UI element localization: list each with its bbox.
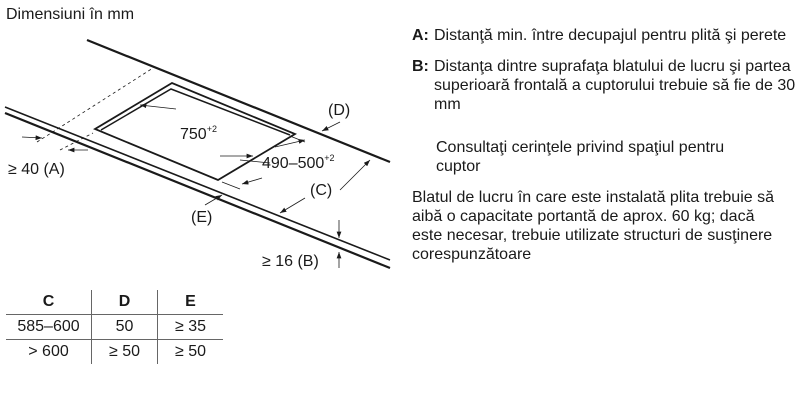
- label-a: ≥ 40 (A): [8, 161, 65, 178]
- label-c: (C): [310, 182, 332, 199]
- table-row: > 600≥ 50≥ 50: [6, 339, 223, 364]
- cell: ≥ 50: [91, 339, 158, 364]
- notes: A: Distanţă min. între decupajul pentru p…: [412, 26, 797, 276]
- note-key: A:: [412, 27, 429, 44]
- note-a: A: Distanţă min. între decupajul pentru p…: [412, 26, 797, 45]
- header-e: E: [157, 290, 223, 315]
- cell: 585–600: [6, 314, 92, 340]
- load-note: Blatul de lucru în care este instalată p…: [412, 189, 774, 263]
- cutout-diagram: 750+2 490–500+2 (D) (C) (E) ≥ 40 (A) ≥ 1…: [4, 38, 391, 270]
- label-e: (E): [191, 209, 212, 226]
- header-d: D: [91, 290, 158, 315]
- cell: ≥ 35: [157, 314, 223, 340]
- note-text: Distanţă min. între decupajul pentru pli…: [434, 27, 787, 44]
- label-d: (D): [328, 102, 350, 119]
- cutout-depth-label: 490–500+2: [262, 153, 335, 172]
- note-text: Distanţa dintre suprafaţa blatului de lu…: [434, 58, 796, 113]
- cutout-inner-edge: [100, 88, 291, 136]
- cutout-outline: [93, 81, 297, 182]
- note-key: B:: [412, 58, 429, 75]
- cell: ≥ 50: [174, 343, 207, 360]
- cell: 50: [91, 314, 158, 340]
- wall-dashed-line: [36, 67, 154, 143]
- note-b: B: Distanţa dintre suprafaţa blatului de …: [412, 57, 797, 114]
- worktop-front-edge-top: [4, 106, 391, 261]
- worktop-front-edge-bottom: [4, 111, 391, 270]
- oven-note: Consultaţi cerinţele privind spaţiul pen…: [436, 139, 725, 175]
- cutout-length-label: 750+2: [180, 124, 217, 143]
- dimensions-title: Dimensiuni în mm: [6, 6, 135, 23]
- label-b: ≥ 16 (B): [262, 253, 319, 270]
- cell: > 600: [6, 339, 92, 364]
- worktop-back-edge: [86, 38, 391, 164]
- header-c: C: [6, 290, 92, 315]
